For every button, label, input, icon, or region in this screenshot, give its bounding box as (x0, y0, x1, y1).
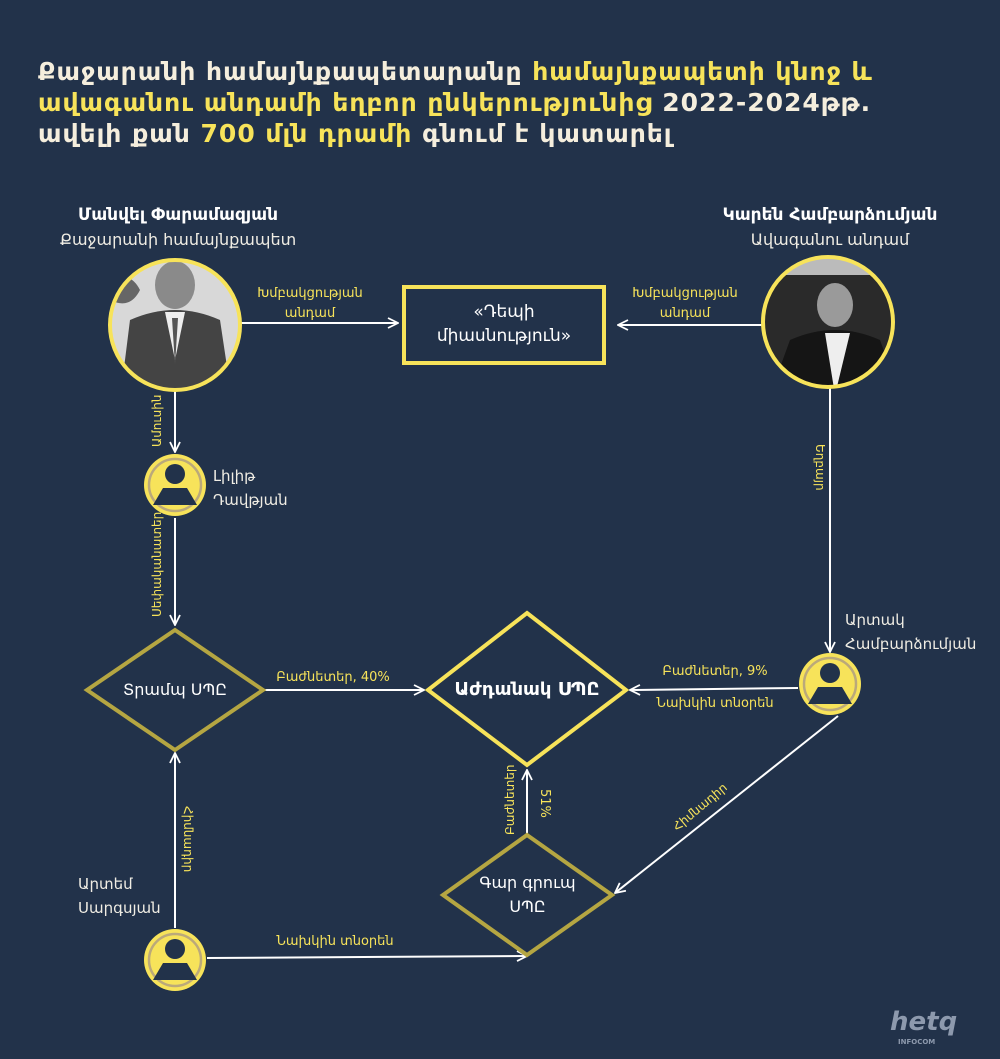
last-name: Համբարձումյան (845, 635, 977, 653)
karen-name: Կարեն Համբարձումյան (722, 205, 938, 225)
karen-role: Ավագանու անդամ (750, 230, 910, 249)
last-name: Դավթյան (213, 491, 288, 509)
artak-icon (799, 653, 861, 715)
label-line: Խմբակցության (632, 286, 738, 301)
manvel-faction-label: Խմբակցության անդամ (250, 284, 370, 324)
azhdanak-diamond (424, 610, 630, 768)
title-text: 2022-2024թթ. (662, 88, 872, 117)
arrow-artak-azhdanak (630, 688, 799, 690)
label-line: Խմբակցության (257, 286, 363, 301)
shareholder-40-label: Բաժնետեր, 40% (276, 670, 390, 685)
title-text: գնում է կատարել (422, 119, 673, 148)
faction-box (402, 285, 606, 365)
title-text: ավելի քան (38, 119, 191, 148)
arrow-artem-gargroup (206, 956, 527, 958)
gargroup-diamond (439, 832, 616, 958)
last-name: Սարգսյան (78, 899, 161, 917)
artem-icon (144, 929, 206, 991)
manvel-photo (111, 261, 239, 389)
manvel-name: Մանվել Փարամազյան (77, 205, 279, 225)
title-highlight: ավագանու անդամի եղբոր ընկերությունից (38, 88, 653, 117)
shareholder-9-label: Բաժնետեր, 9% (662, 664, 768, 679)
karen-faction-label: Խմբակցության անդամ (625, 284, 745, 324)
first-name: Արտեմ (78, 875, 133, 893)
founder-label: Հիմնադիր (181, 805, 195, 873)
title-highlight: համայնքապետի կնոջ և (532, 57, 873, 86)
manvel-role: Քաջարանի համայնքապետ (59, 230, 297, 249)
faction-line1: «Դեպի (473, 302, 535, 322)
faction-line2: միասնություն» (436, 326, 572, 346)
gargroup-label: Գար գրուպ ՍՊԸ (443, 871, 612, 919)
artak-former-director-label: Նախկին տնօրեն (656, 696, 774, 711)
artak-name: Արտակ Համբարձումյան (845, 608, 976, 656)
logo-text: hetq (890, 1007, 958, 1037)
pct-51-label: 51% (537, 788, 552, 818)
brother-label: Եղբայր (813, 443, 827, 491)
title-text: Քաջարանի համայնքապետարանը (38, 57, 523, 86)
shareholder-label: Բաժնետեր (503, 764, 517, 835)
azhdanak-label: Աժդանակ ՍՊԸ (454, 679, 600, 700)
first-name: Արտակ (845, 611, 905, 629)
title-highlight: 700 մլն դրամի (200, 119, 413, 148)
lilit-name: Լիլիթ Դավթյան (213, 464, 288, 512)
faction-label: «Դեպի միասնություն» (404, 300, 604, 348)
lilit-icon (144, 454, 206, 516)
gargroup-line2: ՍՊԸ (509, 897, 546, 916)
page-title: Քաջարանի համայնքապետարանը համայնքապետի կ… (38, 56, 873, 149)
owner-label: Սեփականատեր (150, 511, 164, 617)
artem-former-director-label: Նախկին տնօրեն (276, 934, 394, 949)
arrow-artak-gargroup (615, 715, 839, 893)
first-name: Լիլիթ (213, 467, 256, 485)
artem-name: Արտեմ Սարգսյան (78, 872, 161, 920)
hetq-logo: hetq INFOCOM (890, 1006, 957, 1047)
gargroup-line1: Գար գրուպ (479, 873, 576, 892)
trasmap-label: Տրամպ ՍՊԸ (122, 680, 228, 699)
label-line: անդամ (659, 306, 711, 321)
label-line: անդամ (284, 306, 336, 321)
husband-label: Ամուսին (150, 394, 164, 448)
trasmap-diamond (83, 627, 267, 753)
logo-subtext: INFOCOM (898, 1038, 936, 1046)
